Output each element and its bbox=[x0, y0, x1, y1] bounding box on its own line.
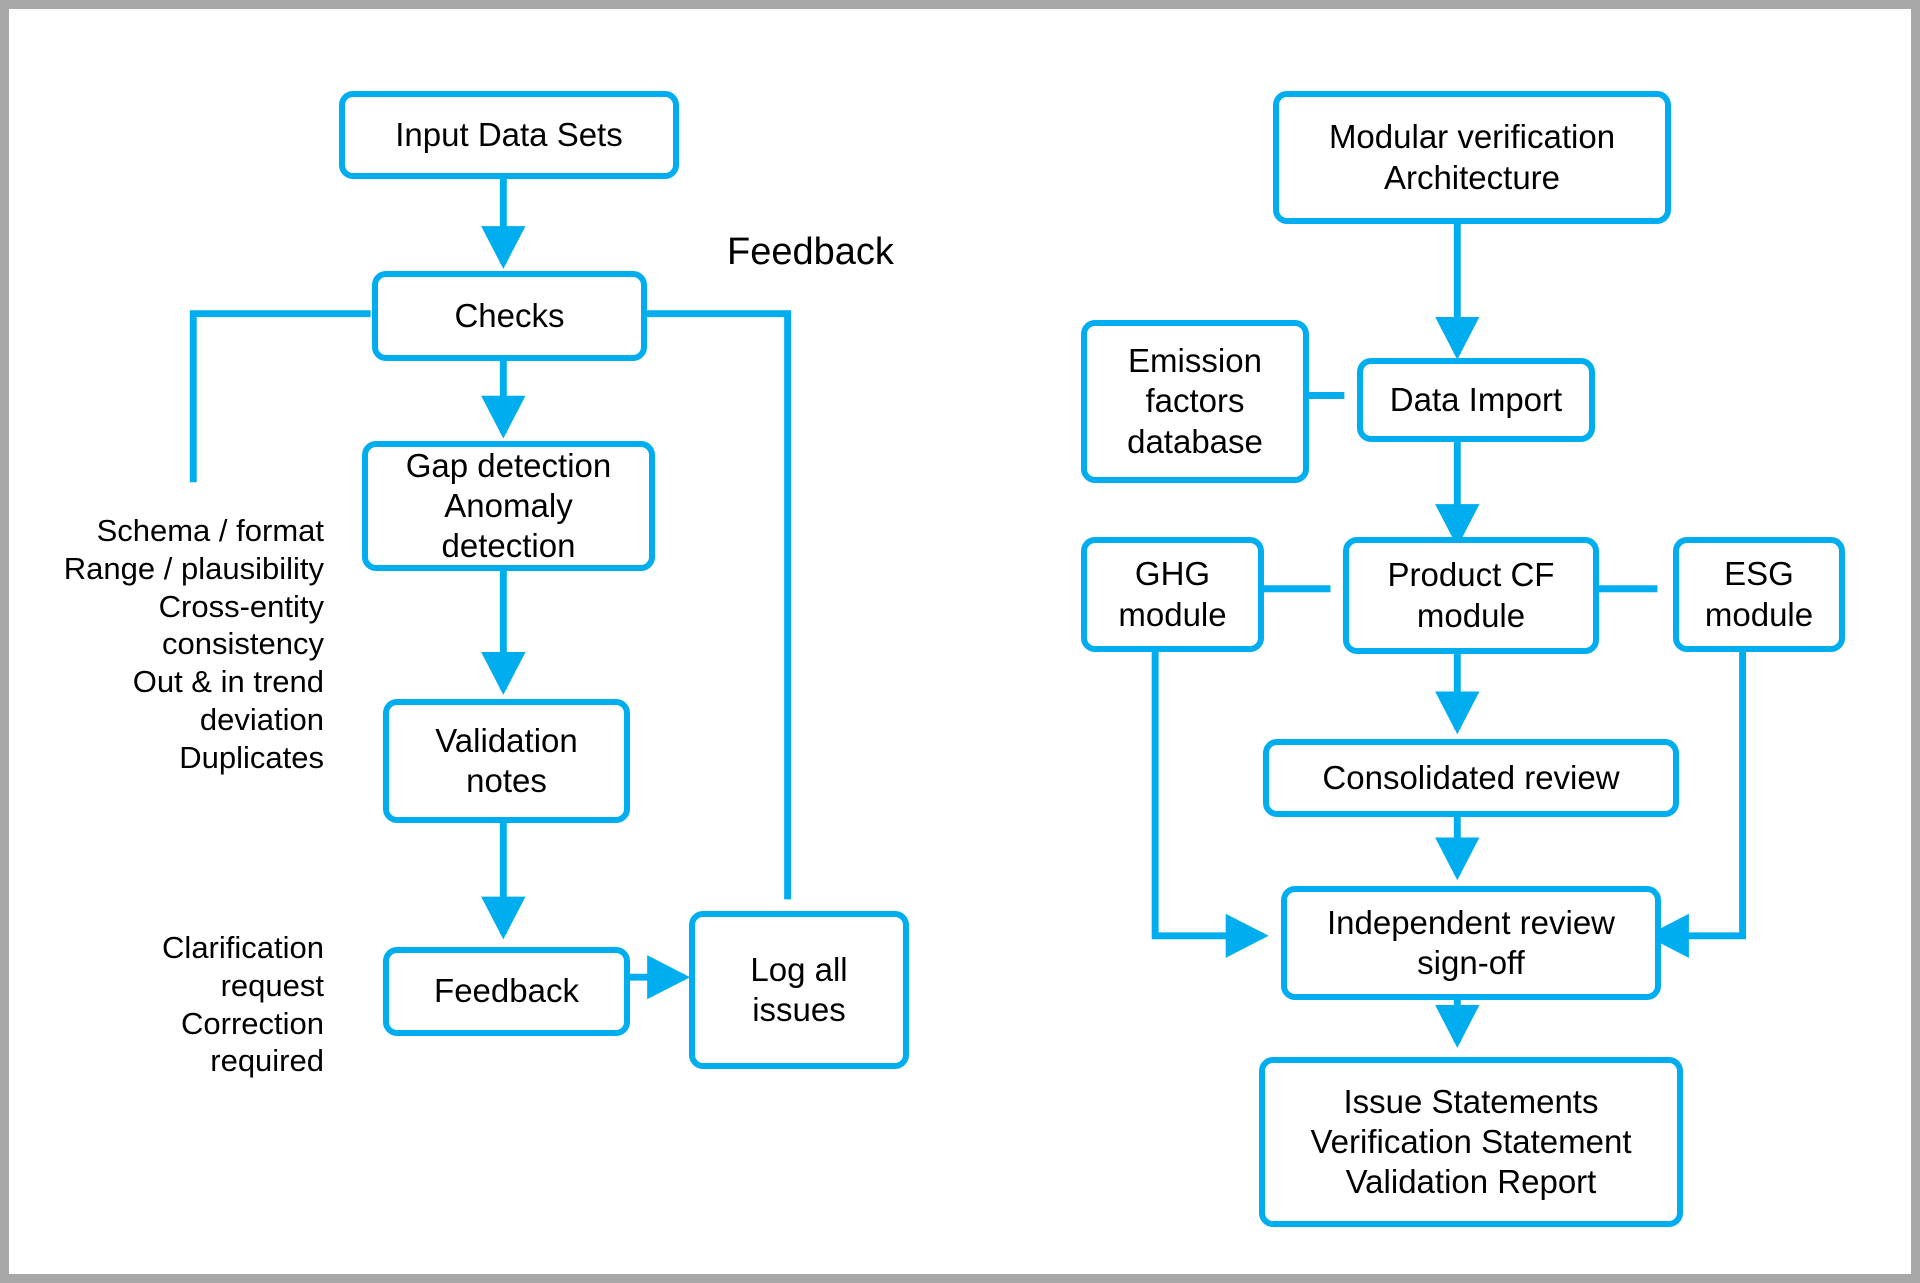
node-modular-verification-architecture[interactable]: Modular verification Architecture bbox=[1273, 91, 1671, 224]
edge-checks-feedback-loop bbox=[641, 310, 792, 900]
node-gap-anomaly-detection[interactable]: Gap detection Anomaly detection bbox=[362, 441, 655, 571]
edge-checks-left-branch bbox=[189, 310, 371, 483]
node-input-data-sets[interactable]: Input Data Sets bbox=[339, 91, 679, 179]
node-log-all-issues-label: Log all issues bbox=[750, 950, 848, 1028]
edge-ghg-to-independent bbox=[1151, 640, 1269, 958]
node-esg-module-label: ESG module bbox=[1704, 555, 1814, 633]
node-consolidated-review[interactable]: Consolidated review bbox=[1263, 739, 1679, 817]
node-ghg-module-label: GHG module bbox=[1118, 555, 1227, 633]
node-esg-module[interactable]: ESG module bbox=[1673, 537, 1845, 652]
node-consolidated-review-label: Consolidated review bbox=[1322, 758, 1620, 796]
node-ghg-module[interactable]: GHG module bbox=[1081, 537, 1264, 652]
node-gap-anomaly-detection-label: Gap detection Anomaly detection bbox=[405, 446, 612, 565]
node-product-cf-module[interactable]: Product CF module bbox=[1343, 537, 1599, 654]
node-validation-notes[interactable]: Validation notes bbox=[383, 699, 630, 823]
feedback-actions-list: Clarification request Correction require… bbox=[162, 930, 324, 1079]
node-independent-review-signoff[interactable]: Independent review sign-off bbox=[1281, 886, 1661, 1000]
node-issue-statements-label: Issue Statements Verification Statement … bbox=[1310, 1082, 1632, 1201]
node-emission-factors-database[interactable]: Emission factors database bbox=[1081, 320, 1309, 483]
node-log-all-issues[interactable]: Log all issues bbox=[689, 911, 909, 1069]
edge-esg-to-independent bbox=[1645, 640, 1747, 958]
node-emission-factors-database-label: Emission factors database bbox=[1127, 342, 1263, 460]
node-checks-label: Checks bbox=[454, 296, 565, 334]
node-independent-review-signoff-label: Independent review sign-off bbox=[1326, 903, 1616, 981]
node-data-import-label: Data Import bbox=[1389, 380, 1563, 418]
checks-criteria-list: Schema / format Range / plausibility Cro… bbox=[63, 513, 324, 775]
node-feedback-label: Feedback bbox=[434, 972, 579, 1010]
node-input-data-sets-label: Input Data Sets bbox=[395, 115, 623, 153]
node-checks[interactable]: Checks bbox=[372, 271, 647, 361]
node-data-import[interactable]: Data Import bbox=[1357, 358, 1595, 442]
node-product-cf-module-label: Product CF module bbox=[1387, 556, 1555, 634]
node-feedback[interactable]: Feedback bbox=[383, 947, 630, 1036]
feedback-title-label: Feedback bbox=[727, 231, 894, 273]
node-validation-notes-label: Validation notes bbox=[435, 721, 578, 799]
node-modular-verification-architecture-label: Modular verification Architecture bbox=[1328, 118, 1616, 196]
node-issue-statements[interactable]: Issue Statements Verification Statement … bbox=[1259, 1057, 1683, 1227]
